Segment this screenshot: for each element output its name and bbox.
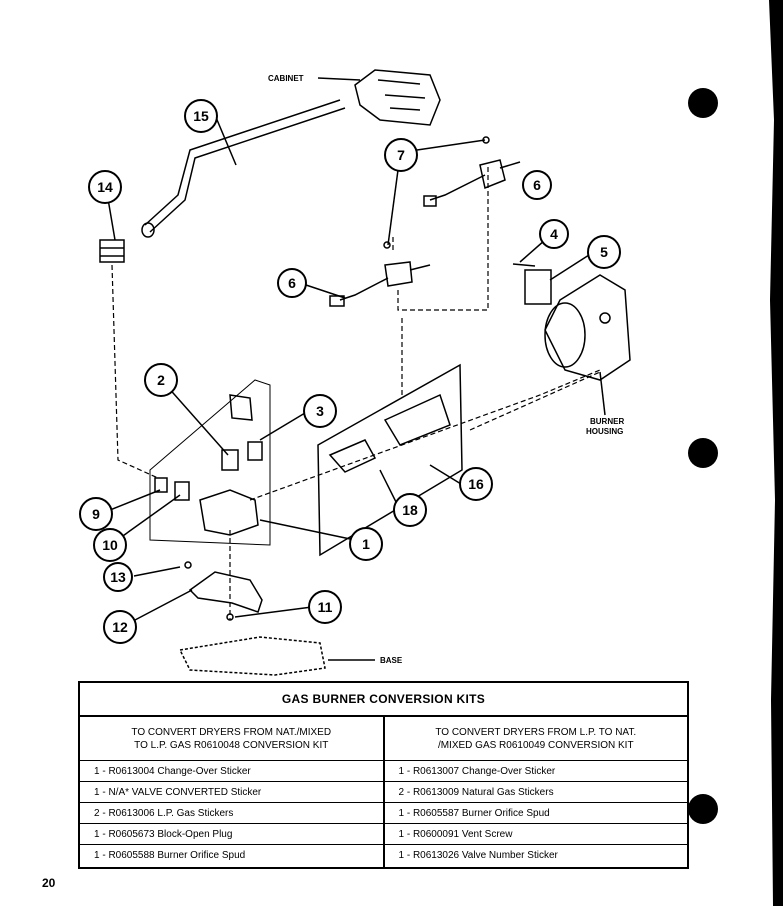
callout-9: 9 — [92, 506, 100, 522]
gas-pipe-part — [141, 99, 346, 238]
callout-16: 16 — [468, 476, 484, 492]
callout-15: 15 — [193, 108, 209, 124]
lp-to-nat-column: TO CONVERT DRYERS FROM L.P. TO NAT. /MIX… — [384, 717, 687, 867]
conversion-kits-table: GAS BURNER CONVERSION KITS TO CONVERT DR… — [78, 681, 689, 869]
label-base: BASE — [380, 656, 403, 665]
callout-2: 2 — [157, 372, 165, 388]
cabinet-part — [354, 69, 441, 126]
binder-hole-3 — [688, 794, 718, 824]
callout-4: 4 — [550, 226, 558, 242]
label-cabinet: CABINET — [268, 74, 304, 83]
callout-6-lower: 6 — [288, 275, 296, 291]
callout-18: 18 — [402, 502, 418, 518]
table-row: 1 - R0605588 Burner Orifice Spud — [94, 850, 246, 861]
table-row: 1 - R0613004 Change-Over Sticker — [80, 761, 383, 782]
lp-to-nat-header: TO CONVERT DRYERS FROM L.P. TO NAT. /MIX… — [384, 717, 687, 761]
callout-7: 7 — [397, 147, 405, 163]
table-row: 1 - R0600091 Vent Screw — [384, 824, 687, 845]
callout-12: 12 — [112, 619, 128, 635]
bracket-part — [524, 269, 552, 305]
burner-panel-part — [317, 363, 463, 557]
nat-to-lp-header: TO CONVERT DRYERS FROM NAT./MIXED TO L.P… — [80, 717, 383, 761]
gas-valve-part — [149, 379, 271, 546]
lp-to-nat-header-line1: TO CONVERT DRYERS FROM L.P. TO NAT. — [435, 726, 637, 738]
base-part — [178, 636, 326, 676]
label-burner: BURNER — [590, 417, 624, 426]
table-row: 1 - N/A* VALVE CONVERTED Sticker — [80, 782, 383, 803]
scan-edge — [769, 0, 783, 906]
callout-14: 14 — [97, 179, 113, 195]
table-row: 1 - R0613026 Valve Number Sticker — [398, 850, 558, 861]
ignitor-top-part — [423, 136, 521, 207]
fitting-part — [99, 239, 125, 263]
callout-6-upper: 6 — [533, 177, 541, 193]
callout-1: 1 — [362, 536, 370, 552]
table-title: GAS BURNER CONVERSION KITS — [80, 683, 687, 717]
label-housing: HOUSING — [586, 427, 623, 436]
burner-housing-part — [544, 274, 631, 381]
lp-to-nat-header-line2: /MIXED GAS R0610049 CONVERSION KIT — [437, 739, 634, 751]
table-row: 1 - R0605587 Burner Orifice Spud — [384, 803, 687, 824]
callout-10: 10 — [102, 537, 118, 553]
parts-diagram: 1 2 3 4 5 6 6 7 9 10 11 12 13 14 15 16 1… — [79, 69, 631, 676]
nat-to-lp-column: TO CONVERT DRYERS FROM NAT./MIXED TO L.P… — [80, 717, 385, 867]
nat-to-lp-header-line1: TO CONVERT DRYERS FROM NAT./MIXED — [131, 726, 332, 738]
binder-hole-2 — [688, 438, 718, 468]
table-row: 2 - R0613006 L.P. Gas Stickers — [80, 803, 383, 824]
table-row: 1 - R0605673 Block-Open Plug — [80, 824, 383, 845]
callout-13: 13 — [110, 569, 126, 585]
callout-11: 11 — [318, 599, 333, 615]
nat-to-lp-header-line2: TO L.P. GAS R0610048 CONVERSION KIT — [134, 739, 329, 751]
mount-bracket-part — [184, 561, 263, 621]
callout-5: 5 — [600, 244, 608, 260]
table-row: 1 - R0613007 Change-Over Sticker — [384, 761, 687, 782]
table-row: 2 - R0613009 Natural Gas Stickers — [384, 782, 687, 803]
ignitor-bottom-part — [329, 241, 431, 307]
binder-hole-1 — [688, 88, 718, 118]
callout-3: 3 — [316, 403, 324, 419]
page-number: 20 — [42, 876, 56, 890]
